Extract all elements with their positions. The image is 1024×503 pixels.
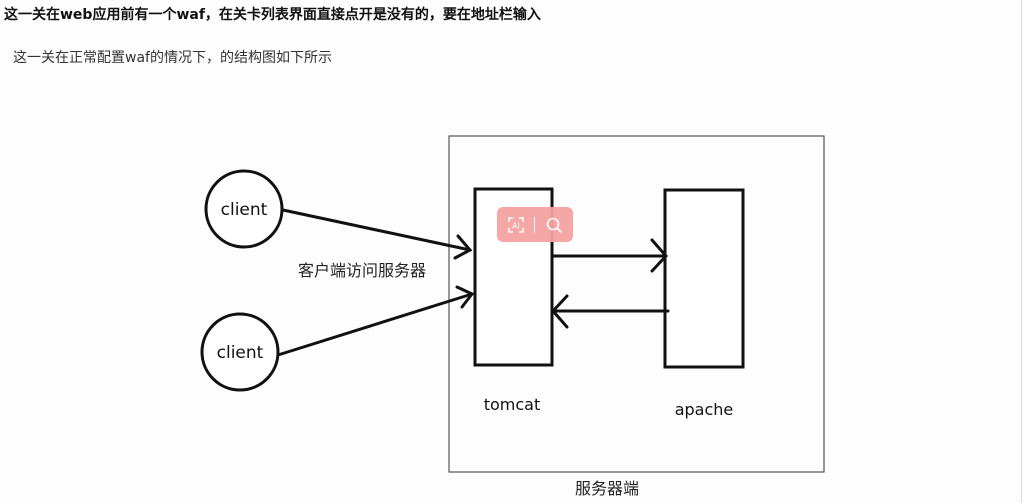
client-bottom-arrow [276, 285, 475, 357]
page-heading: 这一关在web应用前有一个waf，在关卡列表界面直接点开是没有的，要在地址栏输入 [4, 7, 541, 23]
apache-label: apache [675, 400, 734, 419]
apache-box [663, 188, 745, 369]
client-top-arrow [281, 208, 473, 260]
overlay-divider [534, 216, 536, 233]
server-label: 服务器端 [575, 479, 639, 498]
client-bottom-label: client [217, 343, 264, 363]
client-top-label: client [221, 200, 268, 220]
client-bottom-node [200, 312, 280, 392]
search-icon[interactable] [543, 214, 565, 236]
tomcat-to-apache-arrow [551, 238, 669, 273]
page-edge-divider [1021, 0, 1022, 503]
svg-text:AI: AI [512, 221, 520, 230]
page-description: 这一关在正常配置waf的情况下，的结构图如下所示 [13, 50, 332, 66]
image-tool-overlay[interactable]: AI [497, 207, 573, 242]
access-label: 客户端访问服务器 [298, 261, 426, 280]
tomcat-label: tomcat [484, 395, 541, 414]
ai-text-icon[interactable]: AI [505, 214, 527, 236]
server-frame [448, 135, 825, 473]
apache-to-tomcat-arrow [550, 294, 670, 329]
